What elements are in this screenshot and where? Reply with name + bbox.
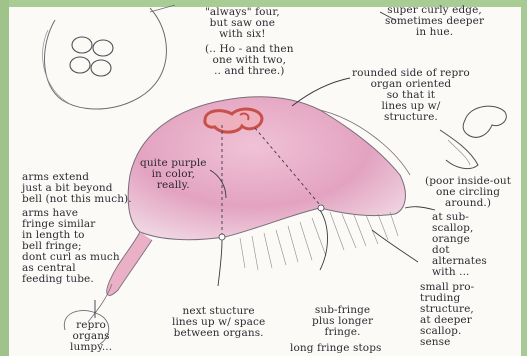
note-small-protruding: small pro- truding structure, at deeper … — [420, 282, 474, 348]
note-repro-organs: repro organs lumpy... — [70, 320, 112, 353]
note-at-sub-scallop: at sub- scallop, orange dot alternates w… — [432, 212, 487, 278]
top-view-jelly — [43, 5, 175, 109]
note-quite-purple: quite purple in color, really. — [140, 158, 207, 191]
note-super-curly: super curly edge, sometimes deeper in hu… — [385, 5, 484, 38]
note-long-fringe-stops: long fringe stops — [290, 343, 382, 354]
note-rounded-side: rounded side of repro organ oriented so … — [352, 68, 470, 123]
note-arms-fringe: arms have fringe similar in length to be… — [22, 208, 120, 285]
note-always-four: "always" four, but saw one with six! — [205, 7, 280, 40]
note-next-structure: next stucture lines up w/ space between … — [172, 306, 265, 339]
note-arms-extend: arms extend just a bit beyond bell (not … — [22, 172, 132, 205]
note-ho-and-then: (.. Ho - and then one with two, .. and t… — [205, 44, 294, 77]
note-poor-inside-out: (poor inside-out one circling around.) — [425, 176, 511, 209]
note-sub-fringe: sub-fringe plus longer fringe. — [312, 305, 373, 338]
